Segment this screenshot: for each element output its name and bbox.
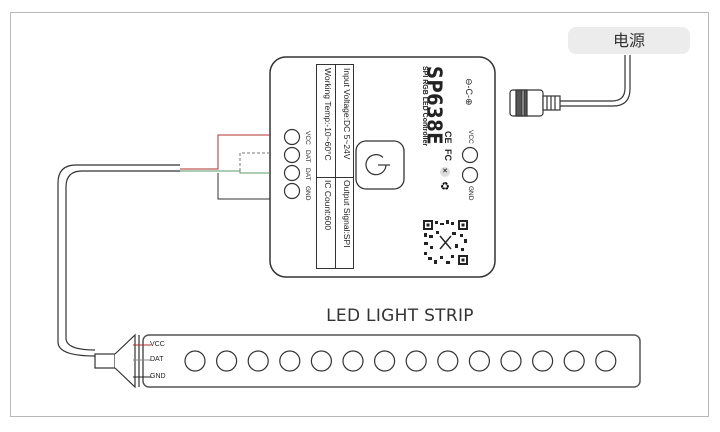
output-wires bbox=[180, 134, 270, 200]
model-subtitle: SPI RGB LED Controller bbox=[421, 66, 428, 147]
strip-pin-dat: DAT bbox=[150, 356, 164, 363]
strip-pin-vcc: VCC bbox=[150, 341, 165, 348]
power-button-icon[interactable] bbox=[355, 140, 405, 190]
pin-label-dat-1: DAT bbox=[304, 150, 311, 163]
spec-output-signal: Output Signal:SPI bbox=[342, 180, 352, 248]
led-13 bbox=[563, 350, 585, 372]
strip-title: LED LIGHT STRIP bbox=[326, 306, 474, 326]
spec-table bbox=[316, 64, 354, 269]
recycle-icon: ♻ bbox=[440, 181, 450, 193]
dc-polarity-icon: ⊖-C-⊕ bbox=[464, 78, 474, 106]
led-12 bbox=[531, 350, 554, 372]
spec-ic-count: IC Count:600 bbox=[323, 180, 333, 231]
pin-label-vcc: VCC bbox=[304, 131, 311, 145]
pin-label-gnd: GND bbox=[304, 186, 311, 201]
led-5 bbox=[310, 350, 332, 372]
led-array bbox=[184, 350, 617, 372]
led-6 bbox=[342, 350, 364, 372]
led-2 bbox=[216, 350, 238, 372]
led-8 bbox=[405, 350, 427, 372]
spec-working-temp: Working Temp:-10~60°C bbox=[323, 68, 333, 161]
led-1 bbox=[184, 350, 206, 372]
strip-pin-marks bbox=[133, 344, 151, 378]
dc-jack bbox=[509, 89, 561, 117]
spec-input-voltage: Input Voltage:DC 5~24V bbox=[342, 68, 352, 160]
weee-bin-icon: ✕ bbox=[440, 167, 450, 177]
led-7 bbox=[374, 350, 396, 372]
spec-divider-horizontal bbox=[317, 177, 353, 178]
power-cable bbox=[560, 55, 631, 107]
spec-divider-vertical bbox=[335, 65, 336, 268]
strip-pin-gnd: GND bbox=[150, 373, 166, 380]
strip-connector bbox=[94, 333, 140, 389]
led-3 bbox=[247, 350, 269, 372]
output-terminals bbox=[283, 128, 301, 200]
fcc-mark-icon: FC bbox=[443, 149, 453, 161]
led-9 bbox=[437, 350, 459, 372]
pin-label-dat-2: DAT bbox=[304, 168, 311, 181]
power-pin-label-vcc: VCC bbox=[467, 130, 474, 144]
power-pin-label-gnd: GND bbox=[467, 186, 474, 201]
led-4 bbox=[279, 350, 301, 372]
led-10 bbox=[468, 350, 490, 372]
qr-code bbox=[423, 220, 468, 265]
strip-cable bbox=[57, 164, 180, 357]
power-supply-label: 电源 bbox=[568, 27, 690, 54]
power-terminals bbox=[461, 146, 479, 184]
led-11 bbox=[500, 350, 522, 372]
led-14 bbox=[595, 350, 617, 372]
ce-mark-icon: CE bbox=[443, 131, 453, 144]
